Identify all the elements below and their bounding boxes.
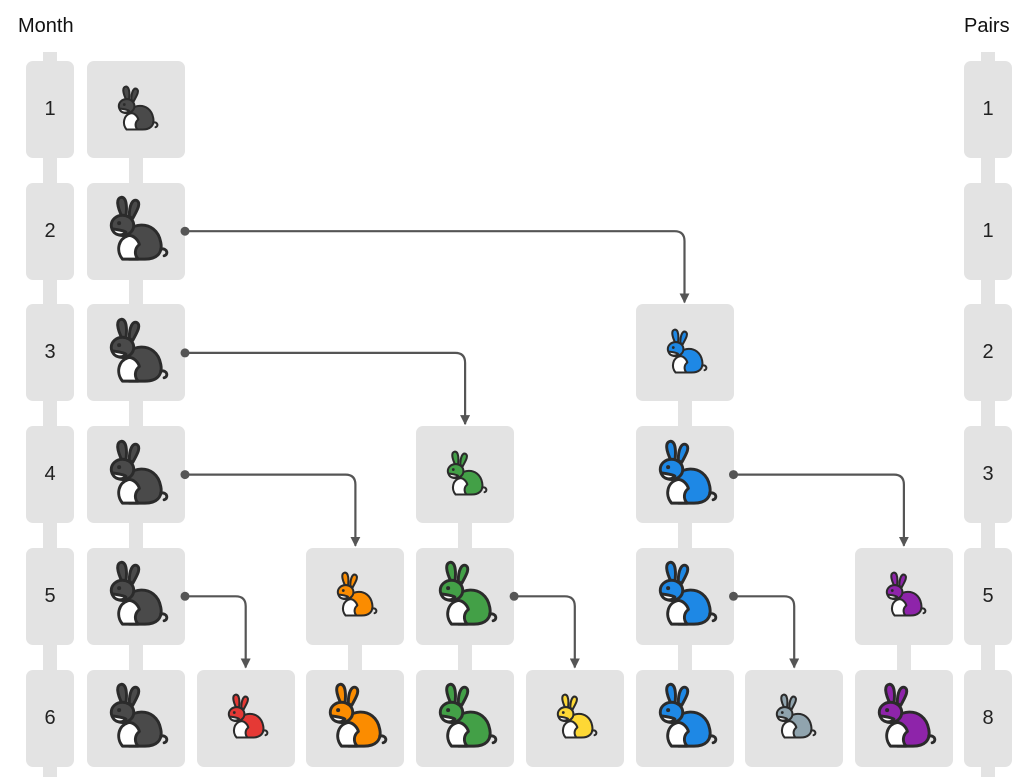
green-rabbit-adult-icon — [429, 560, 501, 632]
arrow-origin-dot — [509, 591, 519, 601]
pairs-header: Pairs — [964, 15, 1010, 37]
rabbit-box — [416, 426, 515, 524]
arrow-path — [185, 473, 361, 547]
pairs-cell: 8 — [964, 669, 1012, 767]
rabbit-box — [416, 669, 515, 767]
green-rabbit-young-icon — [440, 450, 490, 500]
orange-rabbit-young-icon — [330, 571, 380, 621]
arrow-origin-dot — [729, 470, 738, 480]
rabbit-box — [87, 304, 185, 402]
black-rabbit-adult-icon — [100, 317, 172, 389]
arrow-path — [514, 595, 580, 669]
black-rabbit-adult-icon — [100, 682, 172, 754]
birth-arrow — [180, 226, 690, 304]
rabbit-box — [635, 426, 734, 524]
purple-rabbit-adult-icon — [868, 682, 940, 754]
blue-rabbit-young-icon — [660, 328, 710, 378]
rabbit-box — [635, 304, 734, 402]
birth-arrow — [180, 348, 471, 426]
birth-arrow — [180, 470, 361, 547]
pairs-cell: 3 — [964, 426, 1012, 524]
month-cell: 4 — [26, 426, 74, 524]
rabbit-box — [306, 547, 405, 645]
pairs-cell: 5 — [964, 547, 1012, 645]
purple-rabbit-young-icon — [879, 571, 929, 621]
arrow-origin-dot — [180, 470, 190, 480]
rabbit-box — [87, 669, 185, 767]
arrow-path — [185, 595, 251, 669]
black-rabbit-adult-icon — [100, 195, 172, 267]
pairs-cell: 1 — [964, 182, 1012, 280]
rabbit-box — [854, 669, 953, 767]
rabbit-box — [635, 547, 734, 645]
arrow-origin-dot — [180, 348, 190, 358]
rabbit-box — [306, 669, 405, 767]
pairs-cell: 2 — [964, 304, 1012, 402]
birth-arrow — [729, 591, 800, 669]
rabbit-box — [854, 547, 953, 645]
arrow-origin-dot — [180, 591, 190, 601]
blue-rabbit-adult-icon — [649, 439, 721, 511]
orange-rabbit-adult-icon — [319, 682, 391, 754]
rabbit-box — [87, 182, 185, 280]
black-rabbit-young-icon — [111, 85, 161, 135]
rabbit-box — [745, 669, 844, 767]
birth-arrow — [180, 591, 251, 669]
yellow-rabbit-young-icon — [550, 693, 600, 743]
month-cell: 3 — [26, 304, 74, 402]
month-cell: 5 — [26, 547, 74, 645]
arrow-origin-dot — [180, 226, 190, 236]
black-rabbit-adult-icon — [100, 560, 172, 632]
green-rabbit-adult-icon — [429, 682, 501, 754]
black-rabbit-adult-icon — [100, 439, 172, 511]
rabbit-box — [196, 669, 295, 767]
arrow-path — [733, 473, 909, 547]
rabbit-box — [416, 547, 515, 645]
arrow-origin-dot — [729, 591, 738, 601]
grey-rabbit-young-icon — [769, 693, 819, 743]
arrow-path — [733, 595, 800, 669]
rabbit-box — [635, 669, 734, 767]
birth-arrow — [509, 591, 580, 669]
rabbit-box — [525, 669, 624, 767]
blue-rabbit-adult-icon — [649, 560, 721, 632]
pairs-cell: 1 — [964, 61, 1012, 158]
month-cell: 2 — [26, 182, 74, 280]
month-header: Month — [18, 15, 74, 37]
arrow-path — [185, 230, 690, 304]
rabbit-box — [87, 426, 185, 524]
birth-arrow — [729, 470, 909, 547]
month-cell: 6 — [26, 669, 74, 767]
arrow-path — [185, 351, 471, 426]
rabbit-box — [87, 547, 185, 645]
blue-rabbit-adult-icon — [649, 682, 721, 754]
month-cell: 1 — [26, 61, 74, 158]
red-rabbit-young-icon — [221, 693, 271, 743]
rabbit-box — [87, 61, 185, 158]
